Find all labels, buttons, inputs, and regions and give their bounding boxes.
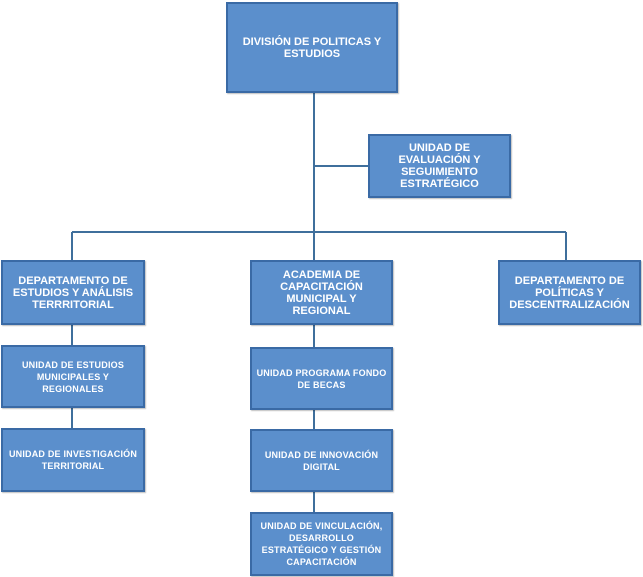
unit-fondo-becas-label: UNIDAD PROGRAMA FONDO DE BECAS bbox=[256, 367, 387, 390]
unit-investigacion-territorial-box: UNIDAD DE INVESTIGACIÓN TERRITORIAL bbox=[1, 428, 145, 492]
unit-investigacion-territorial-label: UNIDAD DE INVESTIGACIÓN TERRITORIAL bbox=[8, 449, 138, 471]
department-estudios-label: DEPARTAMENTO DE ESTUDIOS Y ANÁLISIS TERR… bbox=[12, 274, 134, 311]
root-division-label: DIVISIÓN DE POLITICAS Y ESTUDIOS bbox=[242, 35, 382, 60]
staff-unit-label: UNIDAD DE EVALUACIÓN Y SEGUIMIENTO ESTRA… bbox=[398, 142, 481, 190]
staff-unit-box: UNIDAD DE EVALUACIÓN Y SEGUIMIENTO ESTRA… bbox=[368, 134, 511, 198]
unit-vinculacion-box: UNIDAD DE VINCULACIÓN, DESARROLLO ESTRAT… bbox=[250, 512, 393, 576]
department-academia-label: ACADEMIA DE CAPACITACIÓN MUNICIPAL Y REG… bbox=[280, 268, 363, 317]
unit-innovacion-digital-label: UNIDAD DE INNOVACIÓN DIGITAL bbox=[264, 449, 379, 472]
department-politicas-label: DEPARTAMENTO DE POLÍTICAS Y DESCENTRALIZ… bbox=[509, 274, 630, 311]
department-estudios-box: DEPARTAMENTO DE ESTUDIOS Y ANÁLISIS TERR… bbox=[1, 260, 145, 325]
department-politicas-box: DEPARTAMENTO DE POLÍTICAS Y DESCENTRALIZ… bbox=[498, 260, 641, 325]
department-academia-box: ACADEMIA DE CAPACITACIÓN MUNICIPAL Y REG… bbox=[250, 260, 393, 325]
root-division-box: DIVISIÓN DE POLITICAS Y ESTUDIOS bbox=[226, 2, 398, 93]
unit-innovacion-digital-box: UNIDAD DE INNOVACIÓN DIGITAL bbox=[250, 429, 393, 492]
unit-fondo-becas-box: UNIDAD PROGRAMA FONDO DE BECAS bbox=[250, 347, 393, 410]
unit-estudios-municipales-label: UNIDAD DE ESTUDIOS MUNICIPALES Y REGIONA… bbox=[21, 359, 125, 394]
unit-vinculacion-label: UNIDAD DE VINCULACIÓN, DESARROLLO ESTRAT… bbox=[260, 521, 383, 567]
unit-estudios-municipales-box: UNIDAD DE ESTUDIOS MUNICIPALES Y REGIONA… bbox=[1, 345, 145, 408]
